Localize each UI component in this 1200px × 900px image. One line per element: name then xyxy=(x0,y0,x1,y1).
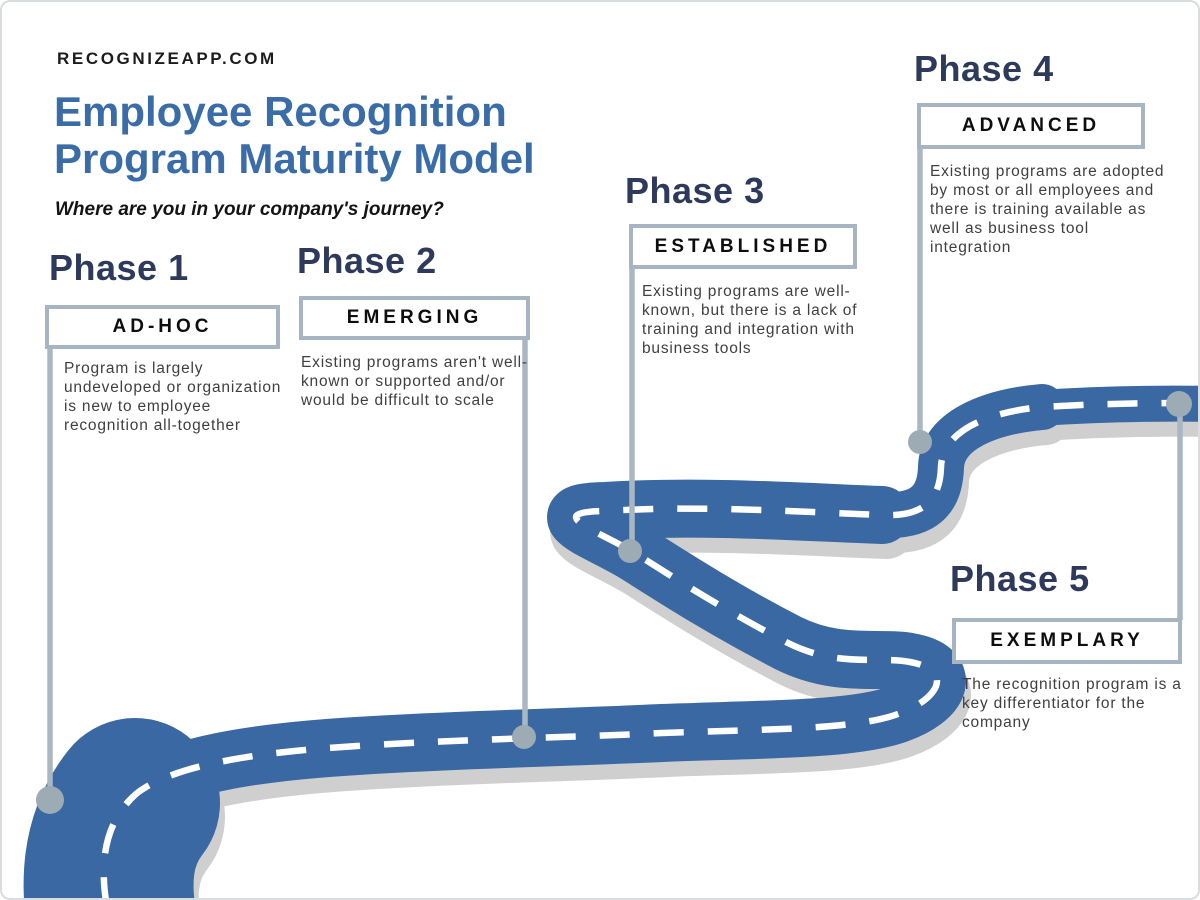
phase4-description: Existing programs are adopted by most or… xyxy=(930,163,1165,256)
phase2-label-box: EMERGING xyxy=(299,296,530,340)
phase1-heading: Phase 1 xyxy=(49,247,189,288)
connector-dot-phase1 xyxy=(36,786,64,814)
phase1-description: Program is largely undeveloped or organi… xyxy=(64,360,282,434)
connector-dot-phase5 xyxy=(1166,391,1192,417)
phase2-label: EMERGING xyxy=(346,307,483,328)
connector-dot-phase3 xyxy=(618,539,642,563)
connector-dot-phase4 xyxy=(908,430,932,454)
phase2-description: Existing programs aren't well-known or s… xyxy=(301,354,528,409)
phase2-heading: Phase 2 xyxy=(297,240,437,281)
phase5-label: EXEMPLARY xyxy=(990,630,1144,651)
page-subtitle: Where are you in your company's journey? xyxy=(55,199,444,220)
phase4-label-box: ADVANCED xyxy=(917,103,1145,149)
phase4-label: ADVANCED xyxy=(961,115,1101,136)
road-centerline-dashes xyxy=(100,399,1198,898)
phase1-label-box: AD-HOC xyxy=(45,305,280,349)
phase5-label-box: EXEMPLARY xyxy=(952,618,1182,664)
phase1-label: AD-HOC xyxy=(112,316,213,337)
phase4-heading: Phase 4 xyxy=(914,48,1054,89)
brand-url: RECOGNIZEAPP.COM xyxy=(57,49,277,68)
page-title: Employee Recognition Program Maturity Mo… xyxy=(54,88,535,183)
phase3-label: ESTABLISHED xyxy=(654,235,832,257)
phase3-description: Existing programs are well-known, but th… xyxy=(642,283,858,357)
phase5-description: The recognition program is a key differe… xyxy=(962,676,1182,731)
phase3-heading: Phase 3 xyxy=(625,170,765,211)
phase5-heading: Phase 5 xyxy=(950,558,1090,599)
connector-dot-phase2 xyxy=(512,725,536,749)
phase3-label-box: ESTABLISHED xyxy=(629,224,857,269)
